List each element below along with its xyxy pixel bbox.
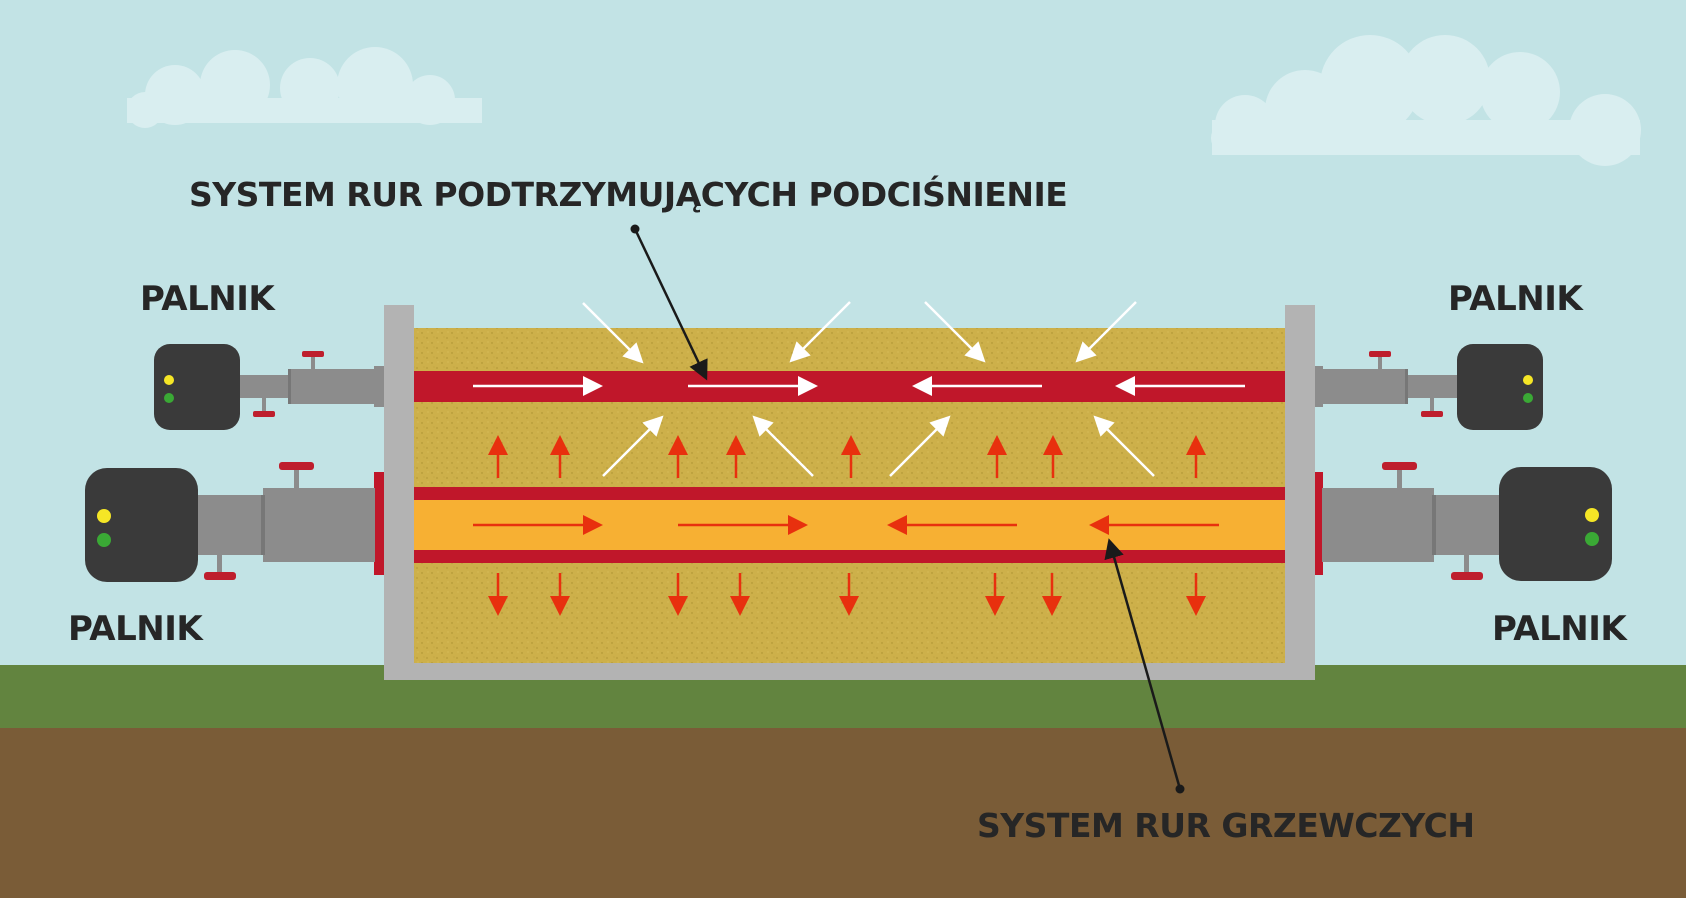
indicator-green-icon — [164, 393, 174, 403]
label-burner-bottom-left: PALNIK — [68, 609, 203, 649]
valve-icon — [1382, 462, 1483, 580]
suction-arrow — [1093, 415, 1155, 477]
valve-icon — [253, 351, 324, 417]
cloud-left — [127, 47, 482, 128]
suction-arrows — [582, 301, 1155, 477]
heat-arrows-down — [488, 573, 1206, 616]
burner-body — [1457, 344, 1543, 430]
suction-arrow — [582, 302, 644, 364]
suction-arrow — [1075, 301, 1137, 363]
flange-left — [374, 472, 384, 575]
suction-arrow — [889, 415, 951, 477]
indicator-green-icon — [1523, 393, 1533, 403]
suction-arrow — [602, 415, 664, 477]
burner-top-left — [154, 344, 384, 430]
indicator-yellow-icon — [164, 375, 174, 385]
burner-bottom-left — [85, 462, 375, 582]
callout-heating-pipes: SYSTEM RUR GRZEWCZYCH — [977, 806, 1475, 845]
cloud-right — [1211, 35, 1641, 166]
callout-vacuum-pipes: SYSTEM RUR PODTRZYMUJĄCYCH PODCIŚNIENIE — [189, 175, 1068, 214]
label-burner-top-right: PALNIK — [1448, 279, 1583, 319]
suction-arrow — [789, 301, 851, 363]
callout-leaders — [630, 224, 1185, 794]
container-floor — [384, 663, 1315, 680]
label-burner-bottom-right: PALNIK — [1492, 609, 1627, 649]
indicator-yellow-icon — [1523, 375, 1533, 385]
suction-arrow — [752, 415, 814, 477]
valve-icon — [1369, 351, 1443, 417]
valve-icon — [204, 462, 314, 580]
soil-layer — [0, 728, 1686, 898]
label-burner-top-left: PALNIK — [140, 279, 275, 319]
burner-body — [1499, 467, 1612, 581]
flange-right — [1315, 472, 1323, 575]
heat-arrows-up — [488, 435, 1206, 478]
suction-arrow — [924, 301, 986, 363]
container-wall-right — [1285, 305, 1315, 680]
burner-bottom-right — [1322, 462, 1612, 581]
burner-body — [85, 468, 198, 582]
container-wall-left — [384, 305, 414, 680]
indicator-yellow-icon — [97, 509, 111, 523]
indicator-yellow-icon — [1585, 508, 1599, 522]
burner-body — [154, 344, 240, 430]
burner-top-right — [1315, 344, 1543, 430]
indicator-green-icon — [97, 533, 111, 547]
leader-line-vacuum — [633, 228, 708, 381]
indicator-green-icon — [1585, 532, 1599, 546]
leader-line-heating — [1104, 538, 1182, 790]
